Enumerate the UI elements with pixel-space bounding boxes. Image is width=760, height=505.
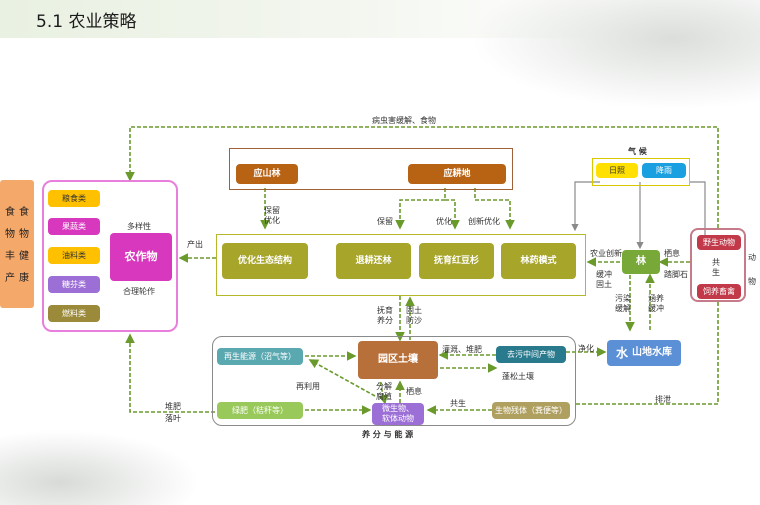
crop-fruit-veg: 果蔬类 (48, 218, 100, 235)
loosen-soil-label: 蓬松土壤 (502, 372, 534, 381)
top-row-frame (229, 148, 513, 190)
rotation-label: 合理轮作 (123, 287, 155, 296)
middle-band (216, 234, 586, 296)
reservoir-label: 山地水库 (632, 347, 672, 358)
reservoir-box: 水 山地水库 (607, 340, 681, 366)
innovate-label: 创新优化 (468, 217, 500, 226)
top-loop-label: 病虫害缓解、食物 (372, 116, 436, 125)
livestock-box: 饲养畜禽 (697, 284, 741, 299)
agri-innovate-label: 农业创新 (590, 249, 622, 258)
crops-center: 农作物 (110, 233, 172, 281)
crop-fuel: 燃料类 (48, 305, 100, 322)
crop-sugar: 糖芬类 (48, 276, 100, 293)
discharge-label: 排泄 (655, 395, 671, 404)
green-manure-box: 绿肥（秸秆等） (217, 402, 303, 419)
renewable-energy-box: 再生能源（沼气等） (217, 348, 303, 365)
climate-title: 气 候 (628, 147, 647, 156)
symbiosis-label: 共生 (450, 399, 466, 408)
climate-panel (592, 158, 690, 186)
return-farmland-box: 退耕还林 (336, 243, 411, 279)
diversity-label: 多样性 (127, 222, 151, 231)
food-char-8: 康 (19, 273, 29, 284)
bio-residue-box: 生物残体（粪便等） (492, 402, 570, 419)
symbiosis-animal-label: 共 生 (712, 258, 720, 277)
park-soil-box: 园区土壤 (358, 341, 438, 379)
animals-panel (690, 228, 746, 302)
crop-oil: 油料类 (48, 247, 100, 264)
header-band (0, 0, 760, 38)
water-prefix: 水 (615, 346, 628, 360)
crop-grain: 粮食类 (48, 190, 100, 207)
landscape-watermark-bottom (0, 430, 200, 505)
food-panel (0, 180, 34, 308)
yew-nurture-box: 抚育红豆杉 (419, 243, 494, 279)
microbe-box: 微生物、 软体动物 (372, 403, 424, 425)
optimize-ecology-box: 优化生态结构 (222, 243, 308, 279)
pollutant-box: 去污中间产物 (496, 346, 566, 363)
sunlight-box: 日照 (596, 163, 638, 178)
food-char-3: 丰 (5, 251, 15, 262)
rainfall-box: 降雨 (642, 163, 686, 178)
cycle-panel (212, 336, 576, 426)
buffer-label: 缓冲 固土 (596, 270, 612, 289)
habitat-label: 栖息 (664, 249, 680, 258)
stepping-stone-label: 踏脚石 (664, 270, 688, 279)
landscape-watermark (470, 0, 760, 110)
page-title: 5.1 农业策略 (36, 12, 137, 32)
food-char-5: 食 (19, 207, 29, 218)
wild-animals-box: 野生动物 (697, 235, 741, 250)
pollution-label: 污染 缓解 (615, 294, 631, 313)
habitat-soil-label: 栖息 (406, 387, 422, 396)
tend-label: 抚育 养分 (377, 306, 393, 325)
irrigate-label: 灌溉、堆肥 (442, 345, 482, 354)
keep-label: 保留 (377, 217, 393, 226)
forest-node: 林 (622, 250, 660, 274)
mountain-forest-box: 应山林 (236, 164, 298, 184)
reuse-label: 再利用 (296, 382, 320, 391)
food-char-4: 产 (5, 273, 15, 284)
crops-panel (42, 180, 178, 332)
output-label: 产出 (187, 240, 203, 249)
food-char-1: 食 (5, 207, 15, 218)
litter-label: 落叶 (165, 414, 181, 423)
food-char-7: 健 (19, 251, 29, 262)
food-char-2: 物 (5, 229, 15, 240)
purify-label: 净化 (578, 344, 594, 353)
animals-side-label: 动 物 (748, 253, 756, 286)
compost-label: 堆肥 (165, 402, 181, 411)
decompose-label: 分解 腐殖 (376, 382, 392, 401)
conserve-label: 涵养 缓冲 (648, 294, 664, 313)
keep-optimize-label: 保留 优化 (264, 206, 280, 225)
food-char-6: 物 (19, 229, 29, 240)
forest-medicine-box: 林药模式 (501, 243, 576, 279)
cycle-title: 养 分 与 能 源 (362, 430, 414, 439)
optimize-label: 优化 (436, 217, 452, 226)
fix-sand-label: 固土 防沙 (406, 306, 422, 325)
farmland-box: 应耕地 (408, 164, 506, 184)
